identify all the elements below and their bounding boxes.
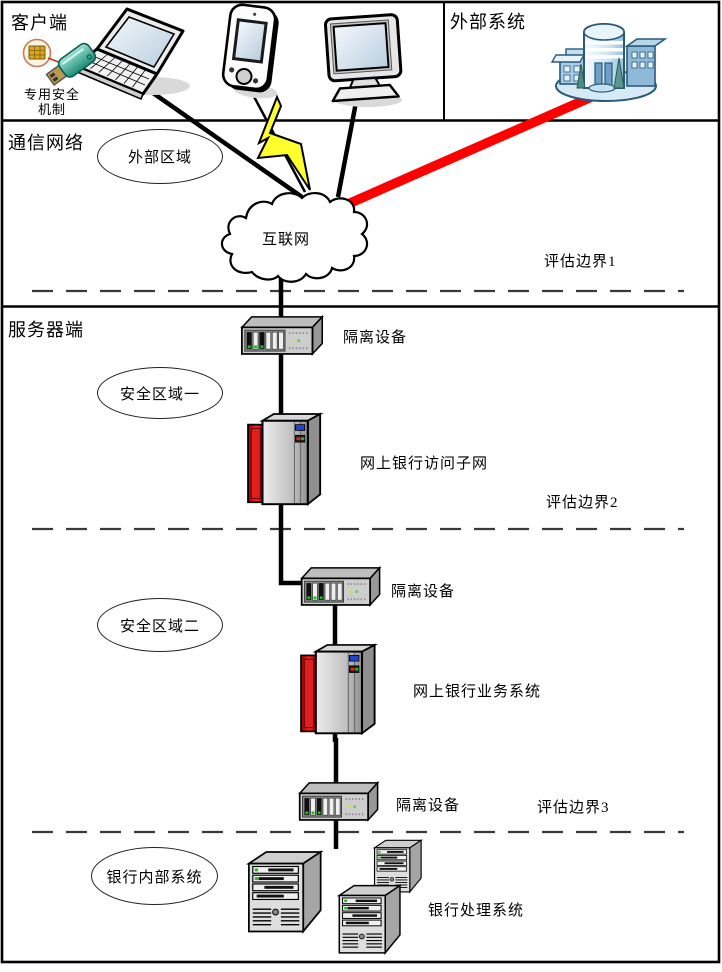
security-zone1-label: 安全区域一 xyxy=(119,386,200,403)
processing-server-left-icon xyxy=(248,851,322,933)
bank-processing-label: 银行处理系统 xyxy=(428,903,525,919)
business-system-server-icon xyxy=(300,643,376,735)
security-zone2-label: 安全区域二 xyxy=(119,618,200,635)
processing-server-small-icon xyxy=(373,839,422,893)
bank-internal-oval: 银行内部系统 xyxy=(91,847,218,905)
external-system-internet-link xyxy=(346,90,598,209)
usb-caption-line2: 机制 xyxy=(37,102,66,117)
security-zone1-oval: 安全区域一 xyxy=(97,367,223,419)
server-side-section-label: 服务器端 xyxy=(8,320,84,340)
eval-boundary-2-label: 评估边界2 xyxy=(546,495,619,511)
monitor-icon xyxy=(323,13,403,107)
usb-caption-line1: 专用安全 xyxy=(23,87,80,102)
lightning-bolt-icon xyxy=(256,94,311,191)
isolation-device-3-label: 隔离设备 xyxy=(396,798,461,814)
usb-key-icon xyxy=(22,38,97,86)
internet-label: 互联网 xyxy=(262,232,311,248)
business-system-label: 网上银行业务系统 xyxy=(413,684,542,700)
client-section-label: 客户端 xyxy=(11,13,68,33)
eval-boundary-3-label: 评估边界3 xyxy=(537,800,610,816)
pda-icon xyxy=(221,3,279,99)
building-icon xyxy=(550,23,668,102)
eval-boundary-1-label: 评估边界1 xyxy=(544,254,617,270)
processing-server-front-icon xyxy=(338,884,401,954)
internet-cloud-icon xyxy=(220,192,369,283)
usb-key-caption: 专用安全 机制 xyxy=(14,87,90,117)
internet-to-zone2-link xyxy=(278,266,306,586)
external-system-section-label: 外部系统 xyxy=(450,12,526,32)
bank-internal-label: 银行内部系统 xyxy=(106,869,203,886)
monitor-internet-link xyxy=(335,96,360,198)
access-subnet-label: 网上银行访问子网 xyxy=(360,456,489,472)
external-area-oval: 外部区域 xyxy=(97,129,223,184)
isolation-device-1-label: 隔离设备 xyxy=(343,330,408,346)
comm-network-section-label: 通信网络 xyxy=(8,133,84,153)
isolation-device-1-icon xyxy=(240,315,324,355)
isolation-device-2-icon xyxy=(300,566,381,606)
access-subnet-server-icon xyxy=(247,412,322,506)
isolation-device-2-label: 隔离设备 xyxy=(391,584,456,600)
isolation-device-3-icon xyxy=(298,781,379,821)
laptop-icon xyxy=(74,7,190,101)
external-area-label: 外部区域 xyxy=(127,150,192,166)
security-zone2-oval: 安全区域二 xyxy=(97,598,223,652)
laptop-internet-link xyxy=(141,84,304,199)
